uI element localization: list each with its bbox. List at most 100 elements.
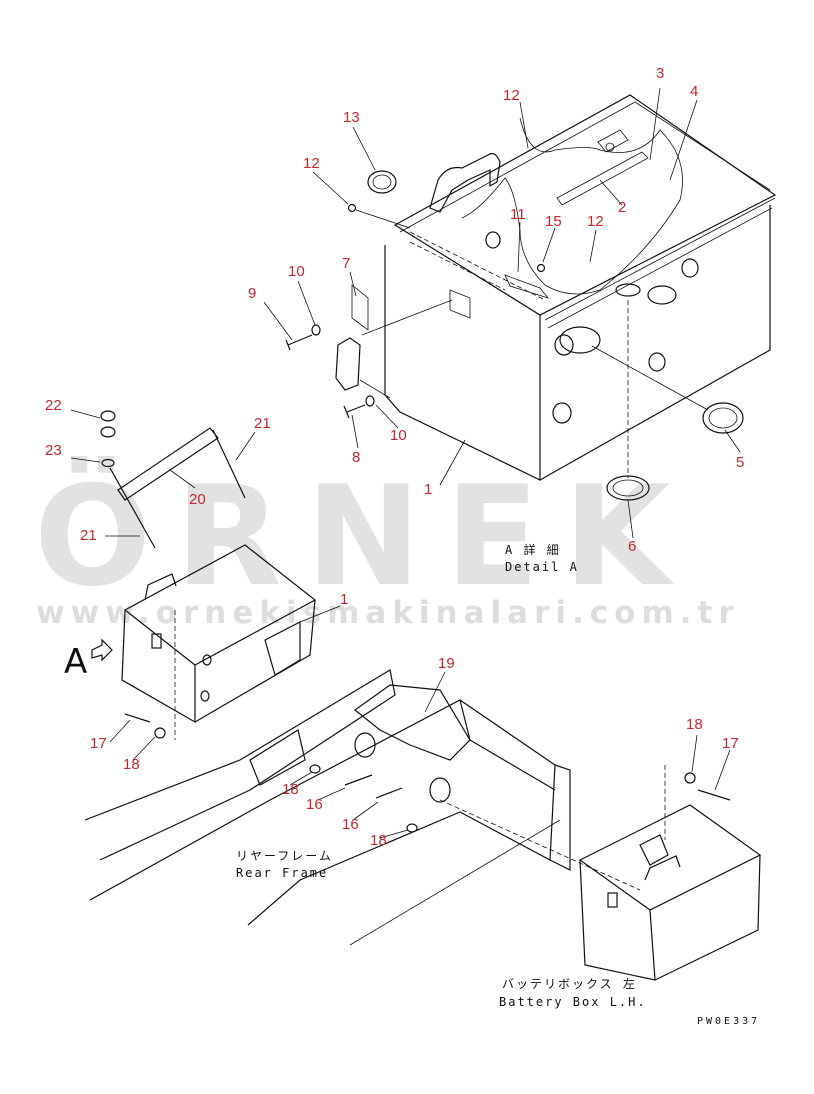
lid-plate [597,129,629,153]
box-front-panel [384,245,541,481]
bolt-9 [285,334,313,351]
rod-21-right [212,429,246,499]
hidden-edge-1 [409,231,546,301]
bolt-17 [124,713,151,723]
mount-rubber-1 [354,732,376,758]
callout-21b: 21 [80,527,97,544]
callout-18d: 18 [686,716,703,733]
latch-axis [361,299,453,336]
callout-11: 11 [510,206,526,223]
rod-assembly [100,410,246,549]
side-top-edge [544,197,776,321]
callout-6: 6 [628,538,637,555]
bolt-17b [697,789,731,801]
nut-13 [347,203,357,213]
mid-box-side [194,599,316,723]
detail-caption-jp: A 詳 細 [505,543,561,557]
callout-12b: 12 [587,213,604,230]
bolts-16 [344,774,403,799]
washer-10b [365,395,375,407]
lid-rim [399,101,771,233]
lh-box-top [578,804,762,911]
box-side-panel [539,205,771,481]
washer-23 [101,458,115,468]
mid-latch [151,633,162,649]
latch-bracket [351,284,369,331]
battery-box-caption-jp: バッテリボックス 左 [502,977,637,991]
battery-box-caption-en: Battery Box L.H. [499,995,647,1009]
frame-bracket [249,729,306,786]
view-marker: A [64,642,88,682]
mid-box-top [123,544,317,666]
callout-16b: 16 [342,816,359,833]
bracket-19 [354,684,471,761]
mount-rubber-2 [429,777,451,803]
callout-18a: 18 [123,756,140,773]
rear-frame-caption-en: Rear Frame [236,866,329,880]
frame-lower-line [349,819,561,946]
washer-10 [311,324,321,336]
bolt-8 [343,404,366,419]
grommet-5-inner [708,407,738,429]
latch-axis-2 [359,379,391,399]
side-flange [547,207,773,329]
washer-18d [684,772,696,784]
main-battery-box [91,544,317,740]
washer-18c [154,727,166,739]
frame-left-rail [84,669,396,861]
washer-18 [309,764,321,774]
callout-3: 3 [656,65,665,82]
latch-7 [335,337,361,391]
callout-17b: 17 [722,735,739,752]
lh-box-cutout [639,834,669,866]
hidden-edge-2 [409,241,506,291]
callout-4: 4 [690,83,699,100]
mid-hole-2 [200,690,210,702]
callout-13: 12 [303,155,320,172]
grommet-5 [702,402,744,434]
callout-17a: 17 [90,735,107,752]
callout-1b: 1 [340,591,349,608]
box-lh-axis [439,799,641,891]
watermark-brand: ÖRNEK [34,456,695,617]
watermark-url: www.ornekismakinalari.com.tr [36,595,740,631]
wire-harness [461,117,683,295]
grommet-5-axis [591,345,709,411]
callout-22: 22 [45,397,62,414]
battery-box-lh [578,765,762,981]
lh-box-side [654,854,761,981]
lid-hole [485,231,501,249]
callout-2: 2 [618,199,627,216]
box-lid-top [393,94,777,316]
side-hole-3 [554,334,574,356]
lh-box-front [579,859,656,981]
callout-8: 8 [352,449,361,466]
lid-handle [429,152,501,213]
mid-box-handle [144,573,177,601]
callout-10a: 10 [288,263,305,280]
washer-18b [406,823,418,833]
nut-22b [100,426,116,438]
lid-plate-hole [605,142,615,152]
callout-9: 9 [248,285,257,302]
leader-lines [70,87,741,839]
callout-5: 5 [736,454,745,471]
callout-18c: 18 [370,832,387,849]
mid-box-cutout [264,621,301,676]
side-hole-4 [648,352,666,372]
rod-21-left [109,467,156,549]
strip-part [556,151,649,206]
callout-18b: 18 [282,781,299,798]
side-hole-5 [552,402,572,424]
mid-box-front [121,609,196,724]
detail-battery-box [285,94,777,501]
callout-20: 20 [189,491,206,508]
frame-end-plate [549,764,571,871]
nut-13-axis [355,209,411,229]
side-slot [559,326,601,354]
grommet-14 [367,170,397,194]
drawing-code: PW0E337 [697,1016,761,1027]
detail-caption-en: Detail A [505,560,579,574]
